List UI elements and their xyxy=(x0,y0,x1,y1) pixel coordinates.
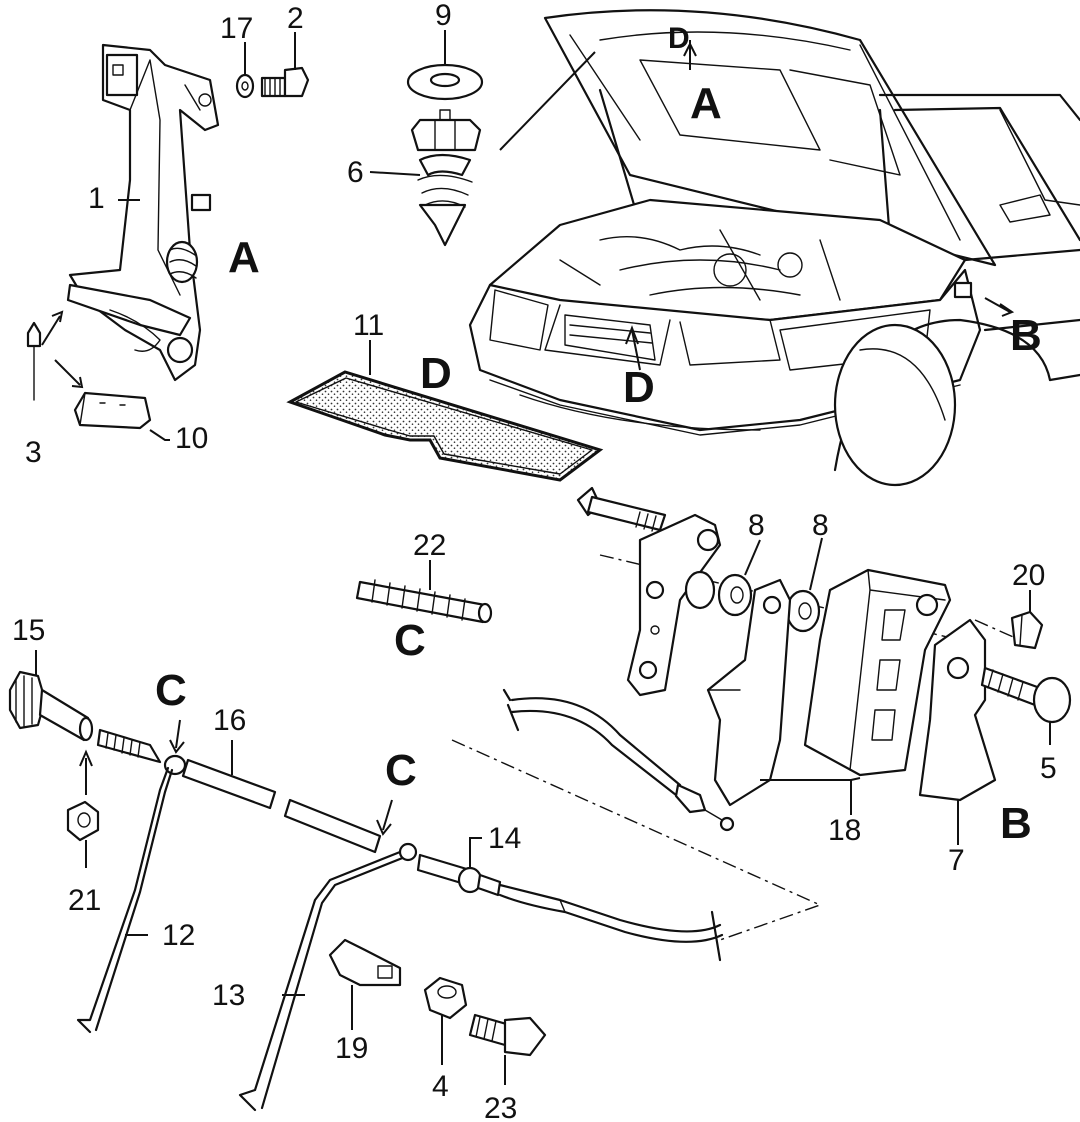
leader-lines xyxy=(35,30,1051,1085)
callout-11: 11 xyxy=(353,309,384,342)
latch-hook-plate xyxy=(706,578,792,807)
part-11-seal xyxy=(286,370,604,482)
callout-3: 3 xyxy=(25,436,42,469)
part-15-knob xyxy=(8,670,94,742)
part-9-washer xyxy=(406,63,484,101)
view-label-c-mid: C xyxy=(385,746,417,795)
callout-21: 21 xyxy=(68,884,101,917)
lock-bolt xyxy=(576,486,667,532)
callout-7: 7 xyxy=(948,844,965,877)
callout-18: 18 xyxy=(828,814,861,847)
view-label-b-main: B xyxy=(1000,799,1032,848)
view-label-a-car: A xyxy=(690,79,722,128)
part-14-cable xyxy=(416,853,724,962)
callout-14: 14 xyxy=(488,822,521,855)
view-label-d-car: D xyxy=(623,363,655,412)
part-16-sleeve xyxy=(181,758,382,854)
view-label-c-left: C xyxy=(155,666,187,715)
callout-4: 4 xyxy=(432,1070,449,1103)
view-label-c-right: C xyxy=(394,616,426,665)
part-23-bolt xyxy=(468,1013,547,1057)
callout-17: 17 xyxy=(220,12,253,45)
part-17-washer xyxy=(235,73,255,99)
callout-5: 5 xyxy=(1040,752,1057,785)
part-6-buffer xyxy=(410,109,482,247)
view-label-d-hood: D xyxy=(668,22,690,55)
part-19-clip xyxy=(328,938,402,987)
view-label-a-main: A xyxy=(228,233,260,282)
leader-6-hood xyxy=(499,51,596,151)
callout-15: 15 xyxy=(12,614,45,647)
callout-8-left: 8 xyxy=(748,509,765,542)
part-7-cover xyxy=(918,618,997,802)
part-20-clip xyxy=(1010,610,1044,650)
arrow-3 xyxy=(41,310,64,346)
callout-10: 10 xyxy=(175,422,208,455)
part-3-pin xyxy=(26,321,42,401)
callout-6: 6 xyxy=(347,156,364,189)
callout-19: 19 xyxy=(335,1032,368,1065)
view-label-d-seal: D xyxy=(420,349,452,398)
callout-1: 1 xyxy=(88,182,105,215)
callout-16: 16 xyxy=(213,704,246,737)
car-illustration xyxy=(468,9,1080,487)
part-5-bolt xyxy=(980,666,1072,724)
part-10-clip xyxy=(73,391,152,430)
callout-2: 2 xyxy=(287,2,304,35)
callout-9: 9 xyxy=(435,0,452,32)
part-18-lock-body xyxy=(803,568,952,777)
callout-12: 12 xyxy=(162,919,195,952)
part-22-spring xyxy=(355,579,493,624)
callout-22: 22 xyxy=(413,529,446,562)
arrow-10 xyxy=(54,359,84,389)
part-4-nut xyxy=(423,976,468,1020)
part-21-nut xyxy=(66,800,100,842)
callout-23: 23 xyxy=(484,1092,517,1122)
part-12-lever-rod xyxy=(76,766,174,1034)
part-1-latch-bracket xyxy=(66,43,220,382)
part-8-washers xyxy=(684,570,821,633)
callout-20: 20 xyxy=(1012,559,1045,592)
arrow-21 xyxy=(79,749,93,795)
callout-8-right: 8 xyxy=(812,509,829,542)
release-cable-upper xyxy=(502,688,735,832)
view-label-b-car: B xyxy=(1010,311,1042,360)
threaded-stud xyxy=(96,728,187,776)
callout-13: 13 xyxy=(212,979,245,1012)
lock-base-plate xyxy=(626,513,722,697)
part-2-bolt xyxy=(260,66,310,98)
